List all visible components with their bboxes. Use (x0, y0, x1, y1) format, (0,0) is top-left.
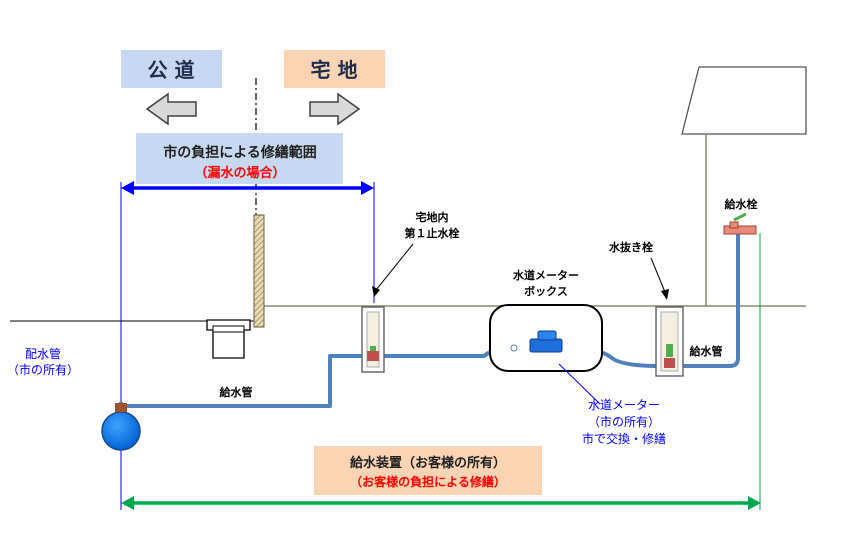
customer-range-subtitle: （お客様の負担による修繕） (350, 474, 506, 489)
meter-box-label-1: 水道メーター (513, 268, 579, 282)
drain-valve-box (655, 306, 684, 377)
meter-label-1: 水道メーター (588, 398, 660, 412)
road-gutter (206, 319, 251, 359)
service-pipe-label-right: 給水管 (690, 344, 723, 358)
faucet-icon (723, 212, 757, 235)
distribution-main-owner-label: （市の所有） (7, 362, 79, 377)
meter-leader (558, 363, 601, 405)
city-repair-range-box: 市の負担による修繕範囲 （漏水の場合） (136, 133, 343, 184)
first-stopcock-box (361, 306, 385, 373)
city-range-title: 市の負担による修繕範囲 (163, 144, 317, 161)
right-arrow-icon (309, 92, 361, 126)
house (681, 66, 807, 306)
private-land-label: 宅 地 (311, 58, 358, 82)
drain-valve-label: 水抜き栓 (609, 240, 653, 254)
customer-range-arrow (121, 496, 761, 510)
city-range-arrow (121, 181, 374, 195)
meter-label-2: （市の所有） (588, 414, 660, 429)
private-land-header: 宅 地 (284, 50, 385, 88)
water-meter-icon (529, 330, 563, 353)
stopcock-leader (375, 243, 414, 291)
distribution-main-label: 配水管 (25, 346, 61, 361)
faucet-label: 給水栓 (725, 197, 758, 211)
customer-range-box: 給水装置（お客様の所有） （お客様の負担による修繕） (314, 446, 542, 495)
boundary-wall (253, 214, 265, 328)
customer-range-title: 給水装置（お客様の所有） (350, 455, 506, 471)
meter-box-label-2: ボックス (524, 284, 568, 298)
left-arrow-icon (145, 92, 197, 126)
first-stopcock-label-2: 第１止水栓 (405, 226, 460, 240)
service-pipe-label-left: 給水管 (220, 385, 253, 399)
public-road-label: 公 道 (148, 58, 195, 82)
distribution-main (101, 403, 141, 451)
meter-label-3: 市で交換・修繕 (582, 431, 666, 446)
drain-leader (650, 257, 666, 293)
first-stopcock-label-1: 宅地内 (416, 210, 449, 224)
city-range-subtitle: （漏水の場合） (194, 165, 285, 181)
public-road-header: 公 道 (121, 50, 222, 88)
